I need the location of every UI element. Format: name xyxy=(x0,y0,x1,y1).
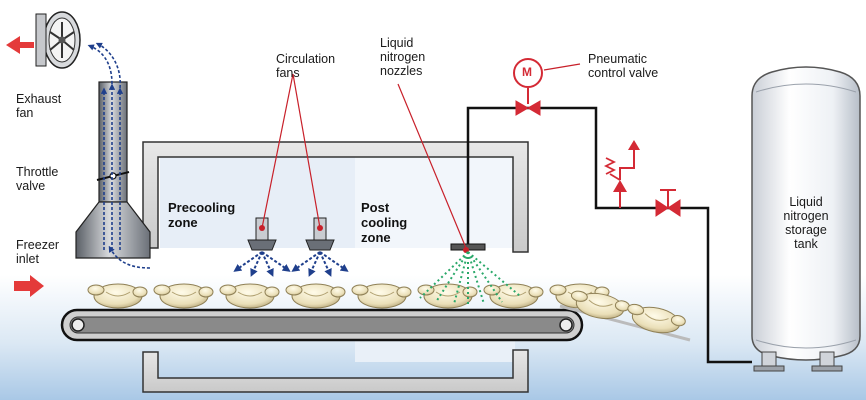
conveyor-inner xyxy=(69,316,575,334)
exhaust-out-arrow xyxy=(6,36,34,54)
chicken xyxy=(87,283,148,309)
nitrogen-spray xyxy=(419,251,521,305)
leader-lines xyxy=(261,63,581,249)
chicken xyxy=(627,303,686,334)
chicken xyxy=(570,290,630,320)
freezer-inlet-hood xyxy=(75,201,151,259)
freezer-inlet-label: Freezer inlet xyxy=(16,238,60,266)
throttle-valve-pivot xyxy=(109,172,117,180)
chicken xyxy=(219,283,280,309)
storage-tank-label: Liquid nitrogen storage tank xyxy=(783,195,829,251)
manual-valve xyxy=(655,189,681,217)
chicken xyxy=(153,283,214,309)
exhaust-fan-icon xyxy=(35,11,81,69)
pneumatic-control-valve xyxy=(513,58,543,116)
chicken xyxy=(285,283,346,309)
inlet-arrow xyxy=(14,275,44,297)
circulation-fans-label: Circulation fans xyxy=(276,52,336,80)
motor-symbol: M xyxy=(522,65,532,79)
conveyor-roller-right xyxy=(559,318,573,332)
chamber-top-wall xyxy=(142,141,529,253)
duct-airflow-arrows xyxy=(87,42,151,269)
relief-valve xyxy=(603,140,640,208)
post-cooling-zone-area xyxy=(355,152,515,248)
fan-airflow-arrows xyxy=(233,251,349,277)
exhaust-fan-label: Exhaust fan xyxy=(16,92,62,120)
chickens-group xyxy=(87,283,686,334)
post-cooling-zone-label: Post cooling zone xyxy=(361,200,408,245)
conveyor-roller-left xyxy=(71,318,85,332)
liquid-nitrogen-nozzles-label: Liquid nitrogen nozzles xyxy=(380,36,426,78)
circulation-fan-1 xyxy=(247,217,277,251)
chamber-bottom-wall xyxy=(142,349,529,393)
chicken xyxy=(351,283,412,309)
nitrogen-piping xyxy=(466,106,752,364)
throttle-valve-label: Throttle valve xyxy=(16,165,59,193)
storage-tank xyxy=(751,66,861,372)
pneumatic-control-valve-label: Pneumatic control valve xyxy=(588,52,659,80)
precooling-zone-label: Precooling zone xyxy=(168,200,236,230)
